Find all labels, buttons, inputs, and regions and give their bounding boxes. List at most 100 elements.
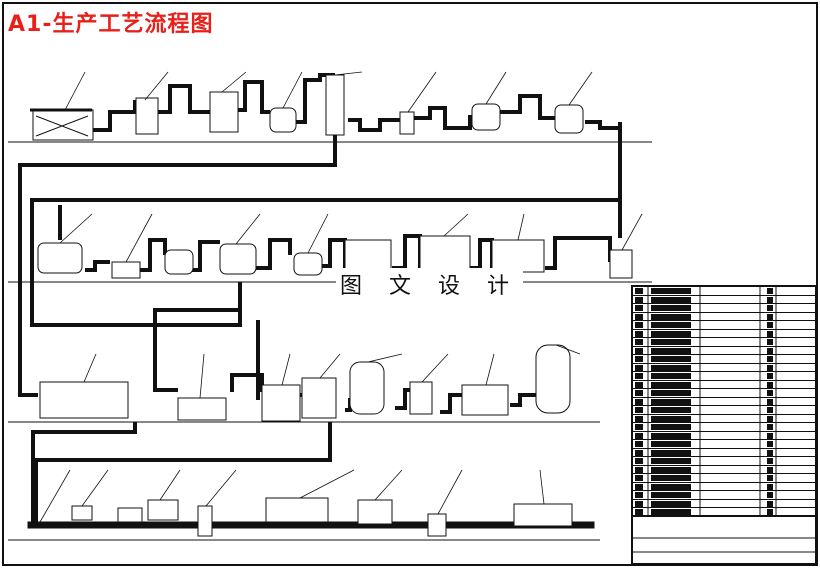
legend-row	[633, 491, 815, 499]
legend-index-mark	[635, 288, 643, 294]
legend-index-mark	[635, 381, 643, 388]
legend-row-divider	[633, 490, 815, 492]
legend-index-mark	[635, 415, 643, 422]
vessel-3	[209, 91, 239, 133]
legend-index-mark	[635, 466, 643, 473]
legend-qty-mark	[767, 296, 773, 303]
legend-row	[633, 389, 815, 397]
vessel-end	[609, 249, 633, 279]
storage-tank-1	[349, 361, 385, 415]
legend-qty-mark	[767, 492, 773, 499]
legend-code-mark	[651, 390, 691, 397]
legend-qty-mark	[767, 432, 773, 439]
machine-2	[117, 507, 143, 523]
legend-code-mark	[651, 509, 691, 516]
legend-qty-mark	[767, 509, 773, 516]
machine-7	[427, 513, 447, 537]
legend-index-mark	[635, 441, 643, 448]
legend-index-mark	[635, 483, 643, 490]
second-row-equipment	[37, 235, 633, 279]
legend-index-mark	[635, 432, 643, 439]
column-5	[325, 74, 345, 136]
legend-qty-mark	[767, 305, 773, 312]
machine-3	[147, 499, 179, 521]
legend-index-mark	[635, 449, 643, 456]
legend-qty-mark	[767, 458, 773, 465]
legend-row-divider	[633, 456, 815, 458]
legend-code-mark	[651, 475, 691, 482]
legend-row	[633, 304, 815, 312]
legend-row-divider	[633, 303, 815, 305]
mixing-tank-1	[37, 242, 83, 274]
legend-qty-mark	[767, 313, 773, 320]
legend-qty-mark	[767, 415, 773, 422]
legend-row	[633, 449, 815, 457]
tank-8	[554, 104, 584, 134]
legend-row-divider	[633, 516, 815, 517]
mixing-tank-3	[219, 243, 257, 275]
machine-6	[357, 499, 393, 525]
legend-row-divider	[633, 481, 815, 483]
legend-row	[633, 466, 815, 474]
legend-row-divider	[633, 354, 815, 356]
legend-qty-mark	[767, 449, 773, 456]
tank-small	[293, 252, 323, 276]
vessel-small	[409, 381, 433, 415]
legend-code-mark	[651, 432, 691, 439]
frame-c	[491, 239, 545, 273]
legend-row-divider	[633, 388, 815, 390]
legend-code-mark	[651, 449, 691, 456]
legend-row-divider	[633, 507, 815, 509]
legend-index-mark	[635, 356, 643, 363]
legend-row	[633, 423, 815, 431]
legend-code-mark	[651, 305, 691, 312]
legend-row-divider	[633, 447, 815, 449]
equipment-legend-table	[633, 286, 815, 564]
legend-row-divider	[633, 405, 815, 407]
legend-index-mark	[635, 364, 643, 371]
legend-qty-mark	[767, 483, 773, 490]
receiving-tank	[32, 109, 94, 141]
legend-code-mark	[651, 288, 691, 294]
legend-row-divider	[633, 498, 815, 500]
legend-code-mark	[651, 398, 691, 405]
legend-index-mark	[635, 305, 643, 312]
legend-index-mark	[635, 500, 643, 507]
legend-index-mark	[635, 424, 643, 431]
legend-code-mark	[651, 330, 691, 337]
legend-row-divider	[633, 379, 815, 381]
legend-row-divider	[633, 345, 815, 347]
tank-7	[471, 103, 501, 131]
legend-row-divider	[633, 328, 815, 330]
legend-index-mark	[635, 475, 643, 482]
legend-qty-mark	[767, 364, 773, 371]
heat-exchanger	[461, 384, 509, 416]
legend-row-divider	[633, 362, 815, 364]
legend-code-mark	[651, 407, 691, 414]
legend-row	[633, 500, 815, 508]
legend-row	[633, 474, 815, 482]
legend-row-divider	[633, 413, 815, 415]
legend-code-mark	[651, 322, 691, 329]
legend-qty-mark	[767, 330, 773, 337]
drawing-title: A1-生产工艺流程图	[8, 12, 214, 37]
third-row-equipment	[39, 344, 571, 422]
legend-code-mark	[651, 500, 691, 507]
legend-row	[633, 415, 815, 423]
legend-qty-mark	[767, 339, 773, 346]
legend-index-mark	[635, 296, 643, 303]
legend-row	[633, 508, 815, 516]
filling-unit	[261, 384, 301, 422]
legend-index-mark	[635, 313, 643, 320]
legend-code-mark	[651, 373, 691, 380]
legend-row	[633, 381, 815, 389]
machine-1	[71, 505, 93, 521]
legend-row	[633, 398, 815, 406]
tank-4	[269, 107, 297, 133]
conveyor-line	[27, 497, 595, 537]
legend-row	[633, 483, 815, 491]
legend-qty-mark	[767, 407, 773, 414]
legend-row	[633, 330, 815, 338]
